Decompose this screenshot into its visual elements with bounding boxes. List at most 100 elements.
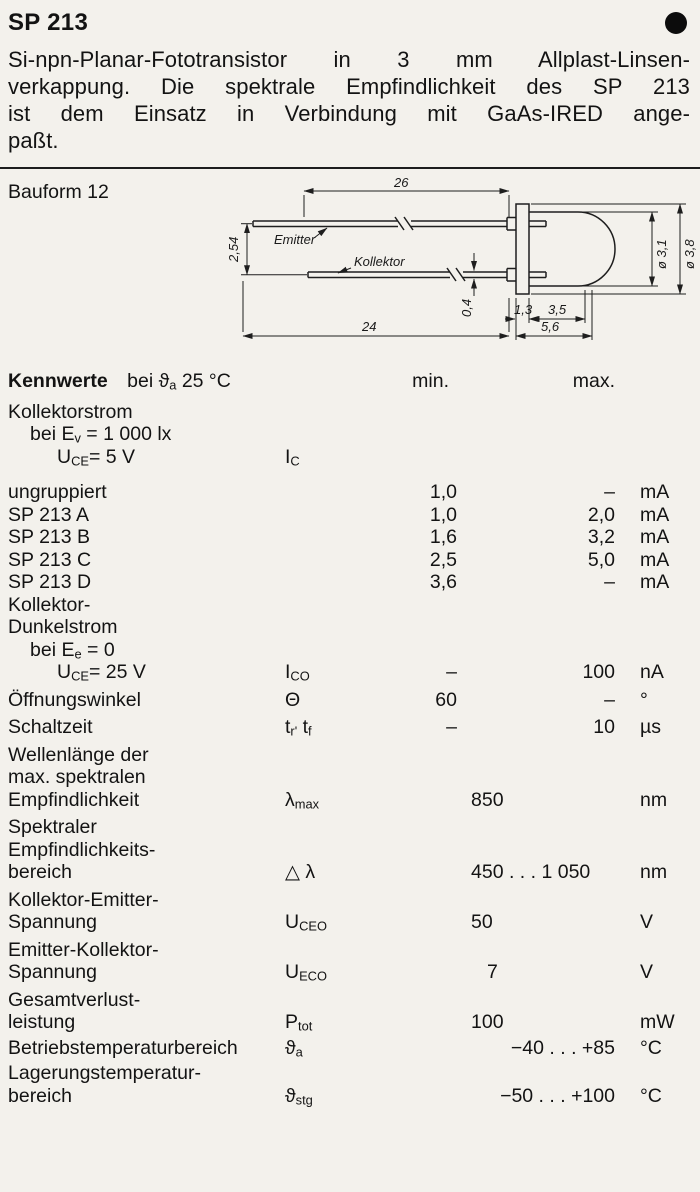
row-unit: nA <box>640 661 664 683</box>
row-label: Wellenlänge der <box>8 743 149 766</box>
characteristics-table: Kennwerte bei ϑa 25 °C min. max. Kollekt… <box>0 370 700 1107</box>
row-unit: mA <box>640 571 670 593</box>
row-label: bereich <box>8 861 72 883</box>
row-symbol: △ λ <box>285 861 316 883</box>
row-label: max. spektralen <box>8 766 146 788</box>
row-label: Empfindlichkeits- <box>8 838 156 861</box>
row-label: Spektraler <box>8 816 97 838</box>
dim-24-label: 24 <box>361 319 376 334</box>
row-symbol: ϑa <box>285 1036 303 1059</box>
dimension-lines <box>241 188 686 340</box>
row-label: Betriebstemperaturbereich <box>8 1036 238 1059</box>
table-row: Empfindlichkeit λmax 850 nm <box>8 789 700 812</box>
row-unit: V <box>640 961 654 983</box>
row-min: – <box>446 661 457 683</box>
drawing-section: Bauform 12 <box>0 169 700 370</box>
dim-dia-3-8-label: ø 3,8 <box>682 239 697 269</box>
kollektor-label: Kollektor <box>354 254 405 269</box>
row-max: 5,0 <box>587 548 615 571</box>
table-row: ungruppiert 1,0 – mA <box>8 481 700 504</box>
row-label: leistung <box>8 1011 76 1033</box>
row-unit: mA <box>640 548 670 571</box>
row-min: 60 <box>435 688 457 711</box>
row-symbol: ϑstg <box>285 1084 313 1107</box>
dim-0-4-label: 0,4 <box>459 299 474 317</box>
col-header-min: min. <box>412 370 449 392</box>
row-unit: V <box>640 911 654 933</box>
test-condition: bei ϑa 25 °C <box>127 370 231 393</box>
bauform-label: Bauform 12 <box>8 181 109 203</box>
description-line: verkappung. Die spektrale Empfindlichkei… <box>8 74 690 99</box>
row-value: 850 <box>471 788 504 811</box>
dim-3-5-label: 3,5 <box>548 302 567 317</box>
table-row: bereich △ λ 450 . . . 1 050 nm <box>8 861 700 884</box>
row-unit: °C <box>640 1036 662 1059</box>
dim-26-label: 26 <box>393 175 409 190</box>
row-label: SP 213 A <box>8 503 89 526</box>
row-max: 2,0 <box>587 503 615 526</box>
row-max: 100 <box>582 661 615 683</box>
leads <box>252 216 507 282</box>
package-drawing: 26 2,54 Emitter Kollektor 0,4 24 1,3 3,5… <box>228 175 697 340</box>
row-condition: UCE= 25 V <box>57 661 146 684</box>
emitter-label: Emitter <box>274 232 316 247</box>
description-line: ist dem Einsatz in Verbindung mit GaAs-I… <box>8 101 690 126</box>
row-label: Kollektor-Emitter- <box>8 888 159 911</box>
row-value: 7 <box>487 961 498 983</box>
row-max: – <box>604 481 615 503</box>
row-unit: µs <box>640 716 661 738</box>
row-value: 450 . . . 1 050 <box>471 861 591 883</box>
description: Si-npn-Planar-Fototransistor in 3 mm All… <box>8 46 690 154</box>
row-symbol: λmax <box>285 788 320 811</box>
row-min: 1,0 <box>429 503 457 526</box>
row-label: Gesamtverlust- <box>8 988 141 1011</box>
row-symbol: Ptot <box>285 1011 313 1034</box>
description-line: Si-npn-Planar-Fototransistor in 3 mm All… <box>8 47 690 72</box>
table-row: SP 213 B 1,6 3,2 mA <box>8 526 700 549</box>
table-row: bei Ev = 1 000 lx <box>8 423 700 446</box>
row-condition: bei Ev = 1 000 lx <box>30 423 172 446</box>
row-unit: °C <box>640 1084 662 1107</box>
table-row: Emitter-Kollektor- <box>8 939 700 962</box>
row-label: Spannung <box>8 961 97 983</box>
row-value: −50 . . . +100 <box>500 1084 615 1107</box>
row-condition: UCE= 5 V <box>57 445 136 468</box>
row-label: Öffnungswinkel <box>8 688 141 711</box>
row-symbol: tr' tf <box>285 716 312 739</box>
dim-dia-3-1-label: ø 3,1 <box>654 239 669 269</box>
kennwerte-label: Kennwerte <box>8 370 108 392</box>
corner-dot-icon <box>665 12 687 34</box>
table-row: Spektraler <box>8 816 700 839</box>
table-row: max. spektralen <box>8 766 700 789</box>
table-row: UCE= 5 V IC <box>8 446 700 469</box>
table-title: Kennwerte bei ϑa 25 °C <box>8 370 285 393</box>
row-label: SP 213 D <box>8 571 92 593</box>
row-unit: mW <box>640 1011 675 1033</box>
row-unit: mA <box>640 503 670 526</box>
table-row: UCE= 25 V ICO – 100 nA <box>8 661 700 684</box>
table-row: Kollektor-Emitter- <box>8 889 700 912</box>
row-label: Kollektor- <box>8 593 91 616</box>
table-row: bei Ee = 0 <box>8 639 700 662</box>
row-unit: mA <box>640 481 670 503</box>
dim-1-3-label: 1,3 <box>514 302 533 317</box>
row-unit: nm <box>640 788 668 811</box>
row-label: ungruppiert <box>8 481 107 503</box>
dim-5-6-label: 5,6 <box>541 319 560 334</box>
row-label: bereich <box>8 1084 72 1107</box>
table-row: Dunkelstrom <box>8 616 700 639</box>
row-max: – <box>604 571 615 593</box>
table-row: Betriebstemperaturbereich ϑa −40 . . . +… <box>8 1037 700 1060</box>
row-label: Spannung <box>8 911 97 933</box>
package-outline <box>506 203 616 295</box>
table-row: SP 213 C 2,5 5,0 mA <box>8 549 700 572</box>
row-value: 100 <box>471 1011 504 1033</box>
description-line: paßt. <box>8 128 59 153</box>
table-row: SP 213 A 1,0 2,0 mA <box>8 504 700 527</box>
row-min: – <box>446 716 457 738</box>
row-label: SP 213 C <box>8 548 92 571</box>
row-condition: bei Ee = 0 <box>30 638 115 661</box>
dim-2-54-label: 2,54 <box>228 237 241 263</box>
row-unit: ° <box>640 688 648 711</box>
